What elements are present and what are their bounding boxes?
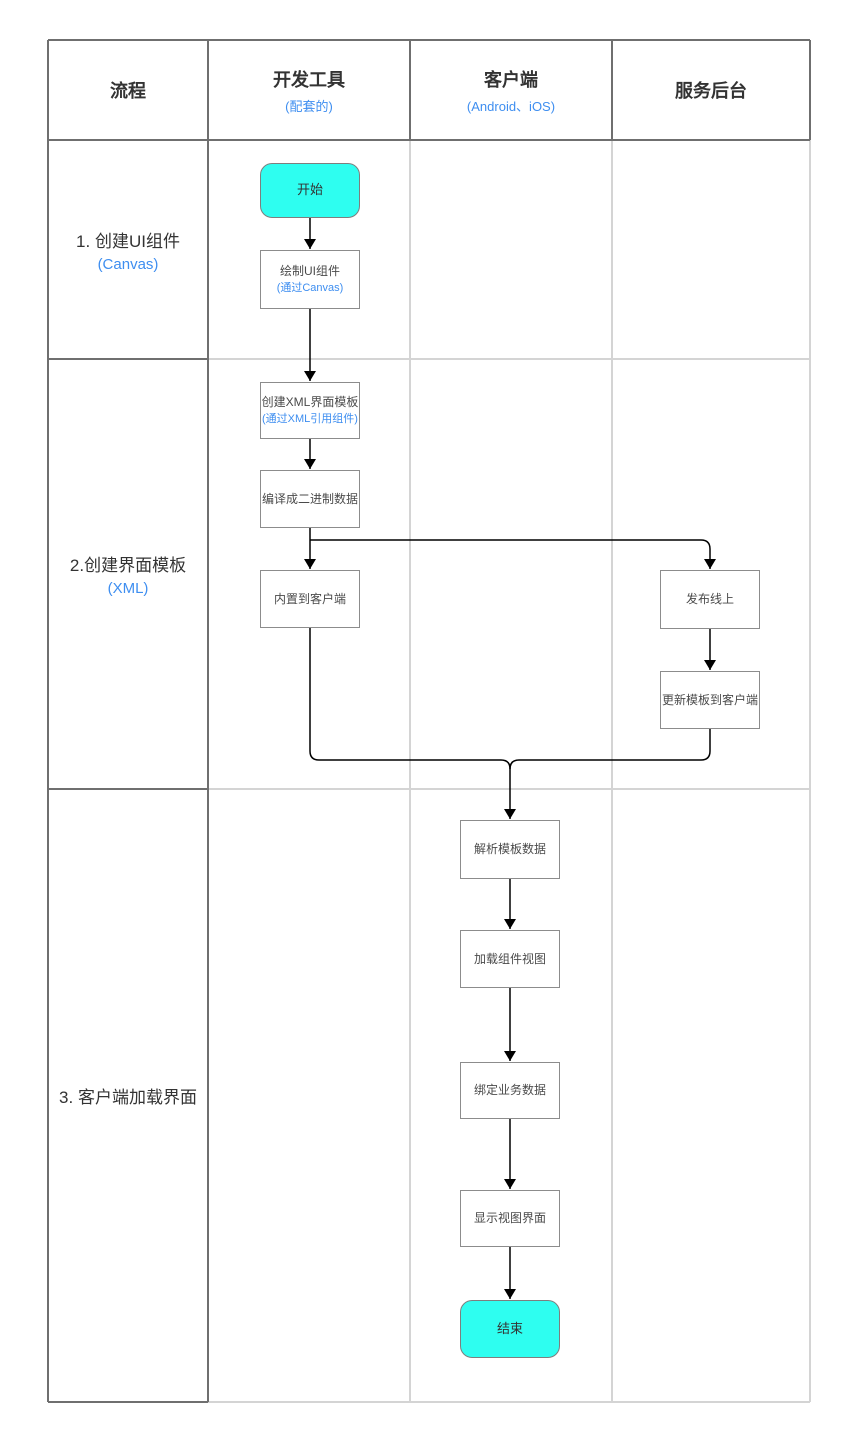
node-load: 加载组件视图	[460, 930, 560, 988]
node-parse: 解析模板数据	[460, 820, 560, 879]
node-create-xml-sub: (通过XML引用组件)	[262, 412, 358, 425]
node-end-label: 结束	[496, 1320, 523, 1336]
node-draw-ui-label: 绘制UI组件	[279, 263, 340, 278]
lane-header-devtool: 开发工具 (配套的)	[208, 40, 410, 140]
lane-row-create-template: 2.创建界面模板 (XML)	[48, 359, 208, 789]
flow-connectors	[304, 218, 716, 1299]
node-start-label: 开始	[296, 182, 323, 198]
node-embed-label: 内置到客户端	[273, 591, 346, 606]
lane-row-create-ui: 1. 创建UI组件 (Canvas)	[48, 140, 208, 359]
lane-header-server-label: 服务后台	[675, 81, 747, 101]
node-draw-ui-sub: (通过Canvas)	[276, 281, 344, 294]
lane-header-process: 流程	[48, 40, 208, 140]
grid-dark-lines	[47, 39, 811, 1403]
grid-light-lines	[208, 140, 811, 1403]
node-compile: 编译成二进制数据	[260, 470, 360, 528]
node-publish-label: 发布线上	[685, 592, 734, 606]
node-embed: 内置到客户端	[260, 570, 360, 628]
line-embed-merge	[309, 628, 511, 770]
node-compile-label: 编译成二进制数据	[261, 491, 358, 506]
lane-row-create-template-label: 2.创建界面模板	[69, 556, 187, 575]
lane-row-client-load: 3. 客户端加载界面	[48, 789, 208, 1402]
lane-row-create-ui-label: 1. 创建UI组件	[76, 231, 180, 251]
node-start: 开始	[260, 163, 360, 218]
node-load-label: 加载组件视图	[473, 951, 546, 966]
lane-header-client-label: 客户端	[484, 69, 538, 90]
node-create-xml-label: 创建XML界面模板	[261, 394, 359, 409]
node-update: 更新模板到客户端	[660, 671, 760, 729]
node-parse-label: 解析模板数据	[473, 842, 546, 856]
lane-header-devtool-label: 开发工具	[273, 69, 345, 90]
lane-row-create-template-sub: (XML)	[107, 580, 149, 597]
node-bind-label: 绑定业务数据	[473, 1083, 546, 1097]
node-bind: 绑定业务数据	[460, 1062, 560, 1119]
node-update-label: 更新模板到客户端	[661, 692, 758, 707]
node-publish: 发布线上	[660, 570, 760, 629]
lane-header-client: 客户端 (Android、iOS)	[410, 40, 612, 140]
arrow-compile-to-publish	[310, 539, 716, 569]
lane-header-server: 服务后台	[612, 40, 810, 140]
lane-header-client-sub: (Android、iOS)	[466, 98, 556, 114]
lane-header-devtool-sub: (配套的)	[285, 98, 333, 114]
node-display: 显示视图界面	[460, 1190, 560, 1247]
node-display-label: 显示视图界面	[473, 1211, 546, 1225]
node-draw-ui: 绘制UI组件 (通过Canvas)	[260, 250, 360, 309]
lane-row-client-load-label: 3. 客户端加载界面	[59, 1088, 197, 1107]
node-end: 结束	[460, 1300, 560, 1358]
lane-header-process-label: 流程	[110, 81, 146, 101]
line-update-merge	[509, 729, 711, 770]
node-create-xml: 创建XML界面模板 (通过XML引用组件)	[260, 382, 360, 439]
lane-row-create-ui-sub: (Canvas)	[97, 255, 159, 273]
